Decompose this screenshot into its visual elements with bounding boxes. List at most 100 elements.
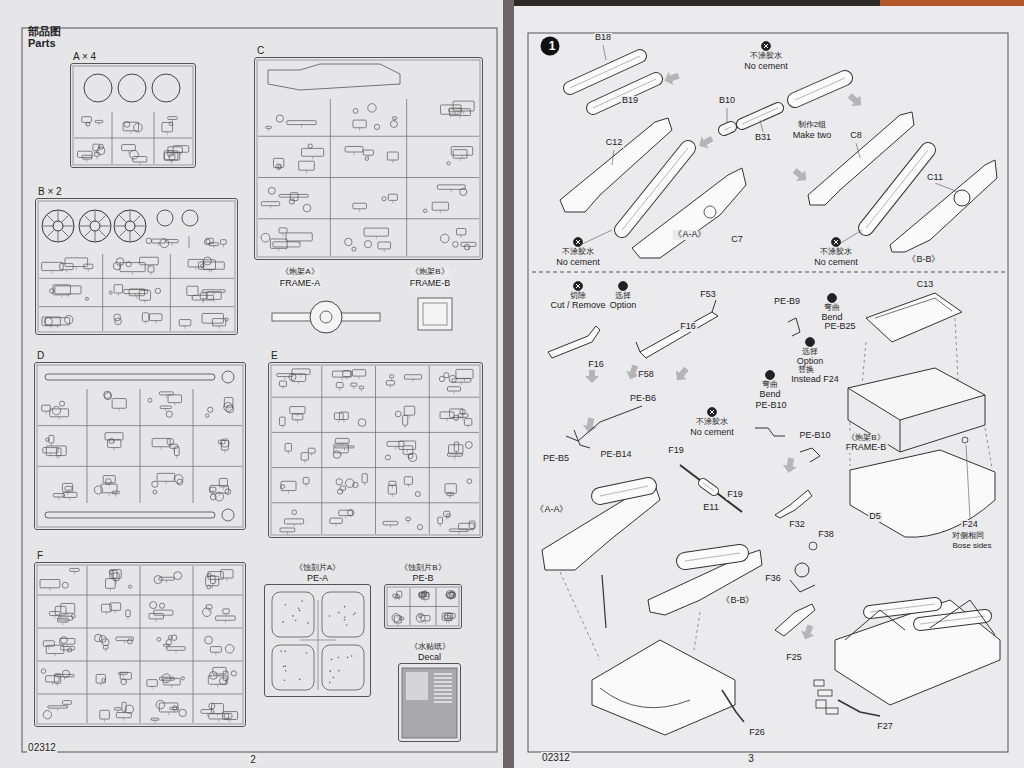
part-label: F53 [699, 290, 717, 300]
part-label: No cement [813, 258, 859, 268]
frame-plate [890, 160, 997, 252]
sprue-part [268, 187, 275, 194]
ring-part [152, 74, 180, 102]
sprue-part [95, 120, 103, 122]
decal-marking [434, 693, 452, 695]
sprue-part [61, 603, 75, 613]
sprue-part [127, 639, 132, 644]
sprue-part [387, 441, 404, 446]
sprue-gate [282, 425, 283, 428]
sprue-gate [226, 578, 227, 581]
sprue-part [335, 446, 354, 448]
sprue-gate [217, 684, 218, 687]
sprue-gate [136, 296, 137, 299]
sprue-part [166, 640, 172, 646]
sprue-part [52, 406, 60, 414]
assembly-arrow [799, 623, 817, 642]
sprue-gate [192, 296, 193, 299]
part-label: 《B-B》 [720, 596, 755, 606]
sprue-part [128, 585, 131, 588]
sprue-frame: 《蚀刻片A》PE-A [264, 584, 371, 697]
wheel-part [134, 230, 141, 237]
sprue-part [276, 115, 283, 122]
cylinder-part [570, 56, 640, 88]
sprue-runner [38, 466, 242, 467]
sprue-part [284, 519, 303, 524]
wheel-part [62, 215, 69, 222]
sprue-part [210, 647, 221, 653]
leader-line [966, 445, 970, 518]
cylinder-part [600, 486, 648, 496]
sprue-part [179, 320, 191, 326]
sprue-gate [209, 270, 210, 273]
sprue-gate [125, 679, 126, 682]
sprue-letter: 《蚀刻片B》 [385, 563, 461, 572]
leader-line [612, 150, 614, 165]
frame-plate [704, 206, 716, 218]
part-label: B18 [594, 33, 612, 43]
sprue-gate [440, 210, 441, 213]
sprue-part [207, 573, 211, 577]
assembly-arrow [790, 165, 810, 185]
part-label: F38 [817, 530, 835, 540]
part-label: FRAME-A [279, 279, 322, 289]
sprue-gate [139, 162, 140, 165]
sprue-runner [39, 306, 234, 307]
sprue-part [207, 585, 211, 589]
sprue-gate [288, 451, 289, 454]
sprue-part [84, 264, 93, 268]
wheel-part [134, 215, 141, 222]
part-label: PE-B5 [542, 454, 570, 464]
sprue-part [289, 374, 296, 381]
sprue-gate [172, 119, 173, 122]
sprue-part [174, 447, 179, 456]
sprue-part [210, 494, 216, 500]
sprue-part [203, 608, 212, 617]
sprue-part [100, 710, 110, 719]
small-part [809, 542, 817, 550]
sprue-gate [51, 326, 52, 329]
cylinder-part [703, 483, 714, 491]
sprue-part [102, 678, 105, 681]
sprue-heading: E [271, 350, 278, 362]
sprue-part [364, 241, 371, 248]
frame-plate [845, 610, 905, 640]
decal-marking [406, 672, 428, 700]
sprue-part [444, 511, 450, 516]
part-label: 02312 [27, 742, 57, 753]
sprue-gate [215, 652, 216, 655]
barrel-part [45, 512, 215, 518]
part-label: F16 [587, 360, 605, 370]
sprue-frame: A × 4 [70, 63, 196, 168]
wheel-part [42, 210, 74, 242]
cylinder-part [795, 78, 845, 100]
sprue-part [150, 314, 162, 321]
etched-plate [307, 622, 309, 624]
sprue-part [209, 487, 215, 491]
sprue-part [423, 209, 427, 213]
frame-box [848, 368, 985, 420]
cylinder-part [866, 150, 928, 228]
sprue-gate [456, 417, 457, 420]
sprue-runner [258, 218, 479, 219]
small-part [795, 563, 809, 577]
sprue-gate [48, 646, 49, 649]
sprue-part [206, 576, 219, 585]
sprue-gate [217, 714, 218, 717]
sprue-letter: C [257, 45, 264, 57]
small-part [826, 708, 838, 714]
assembly-arrow [662, 69, 681, 87]
sprue-gate [294, 524, 295, 527]
etched-plate [282, 621, 284, 623]
etched-plate [344, 619, 346, 621]
etched-plate [353, 614, 355, 616]
sprue-gate [128, 151, 129, 154]
sprue-gate [118, 293, 119, 296]
sprue-frame: 《蚀刻片B》PE-B [384, 584, 462, 629]
assembly-arrow [585, 368, 599, 383]
sprue-gate [407, 449, 408, 452]
sprue-gate [450, 114, 451, 117]
etched-plate [331, 659, 333, 661]
sprue-part [156, 700, 165, 709]
